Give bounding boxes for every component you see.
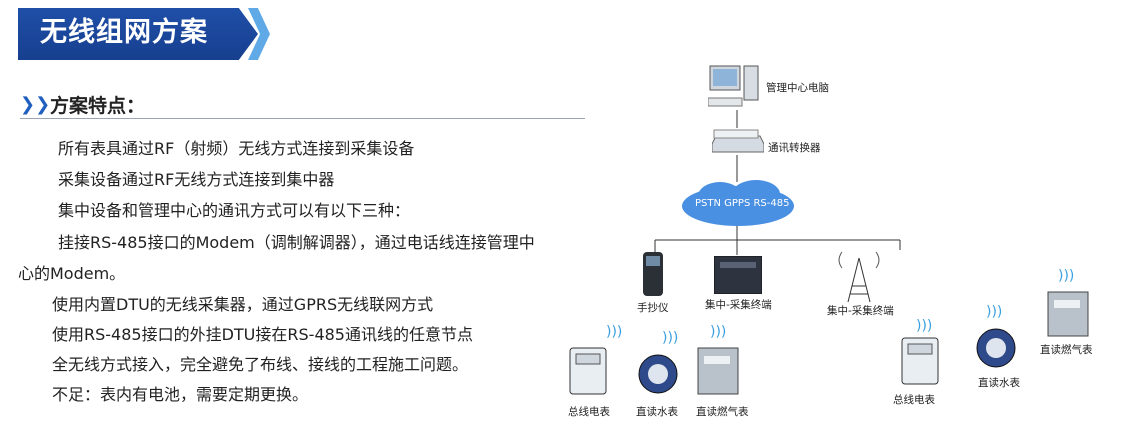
wifi-signal-icon: ))) <box>916 318 933 334</box>
wifi-signal-icon: ))) <box>606 324 623 340</box>
concentrator-tower-label: 集中-采集终端 <box>827 305 894 317</box>
gas-meter-label: 直读燃气表 <box>696 406 749 418</box>
title-banner <box>18 8 258 60</box>
concentrator-box-icon <box>713 255 763 298</box>
feature-line: 所有表具通过RF（射频）无线方式连接到采集设备 <box>58 139 415 158</box>
network-label: PSTN GPPS RS-485 <box>695 198 790 209</box>
feature-line: 心的Modem。 <box>18 264 126 283</box>
section-title: 方案特点： <box>50 95 146 117</box>
computer-label: 管理中心电脑 <box>766 82 829 94</box>
gas-meter-icon <box>696 346 740 400</box>
water-meter-icon <box>974 326 1018 374</box>
feature-line: 采集设备通过RF无线方式连接到集中器 <box>58 170 335 189</box>
handheld-label: 手抄仪 <box>637 302 669 314</box>
converter-label: 通讯转换器 <box>768 142 821 154</box>
feature-line: 挂接RS-485接口的Modem（调制解调器），通过电话线连接管理中 <box>58 233 535 252</box>
water-meter-label: 直读水表 <box>636 406 678 418</box>
double-chevron-icon: ❯❯ <box>20 94 51 115</box>
converter-icon <box>711 128 765 160</box>
feature-line: 不足：表内有电池，需要定期更换。 <box>52 385 309 404</box>
feature-line: 使用内置DTU的无线采集器，通过GPRS无线联网方式 <box>52 295 434 314</box>
page-title: 无线组网方案 <box>40 17 208 48</box>
feature-line: 使用RS-485接口的外挂DTU接在RS-485通讯线的任意节点 <box>52 325 473 344</box>
handheld-reader-icon <box>640 252 666 300</box>
water-meter-icon <box>636 352 680 400</box>
network-cloud-icon <box>680 178 796 234</box>
wifi-signal-icon: ))) <box>710 324 727 340</box>
gas-meter-label: 直读燃气表 <box>1040 344 1093 356</box>
electric-meter-label: 总线电表 <box>568 406 610 418</box>
electric-meter-icon <box>568 346 608 400</box>
gas-meter-icon <box>1046 290 1090 342</box>
computer-icon <box>707 64 760 116</box>
wifi-signal-icon: ))) <box>662 330 679 346</box>
feature-line: 集中设备和管理中心的通讯方式可以有以下三种： <box>58 201 411 220</box>
concentrator-box-label: 集中-采集终端 <box>705 299 772 311</box>
section-heading: ❯❯ 方案特点： <box>20 90 585 119</box>
feature-line: 全无线方式接入，完全避免了布线、接线的工程施工问题。 <box>52 355 469 374</box>
wifi-signal-icon: ))) <box>986 304 1003 320</box>
antenna-tower-icon <box>828 250 890 308</box>
electric-meter-icon <box>900 336 940 390</box>
wifi-signal-icon: ))) <box>1058 268 1075 284</box>
water-meter-label: 直读水表 <box>978 377 1020 389</box>
electric-meter-label: 总线电表 <box>893 394 935 406</box>
